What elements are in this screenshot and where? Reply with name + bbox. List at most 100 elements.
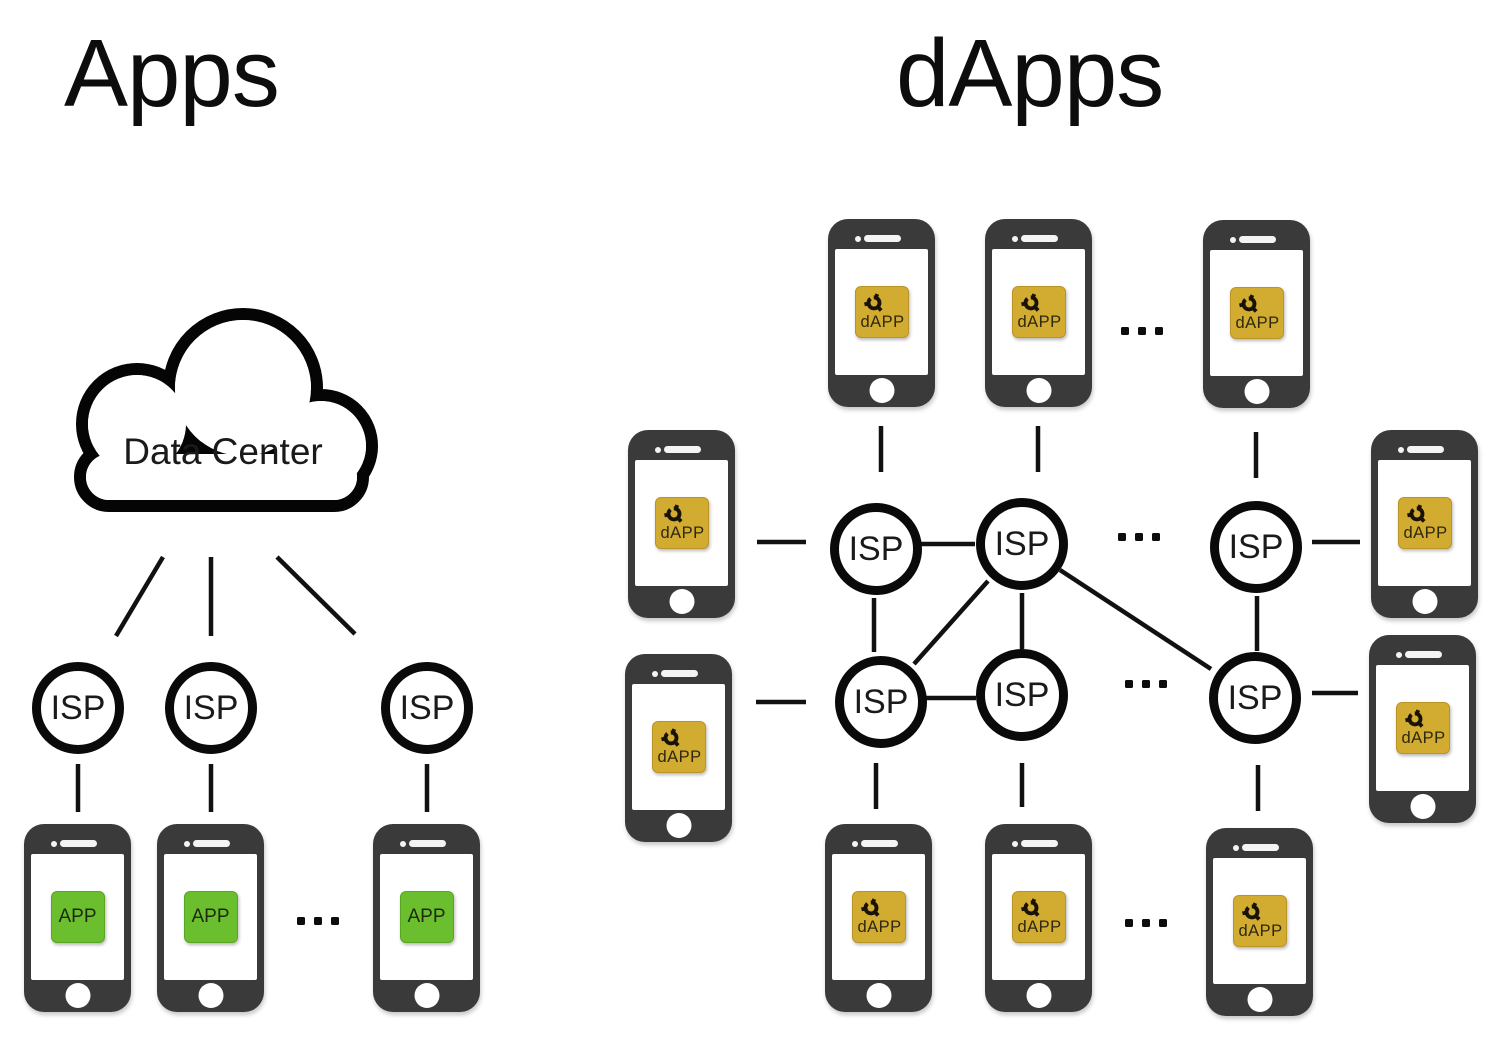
camera-dot-icon bbox=[400, 841, 406, 847]
decentralized-network-icon bbox=[1406, 502, 1426, 523]
dapp-icon-label: dAPP bbox=[1238, 922, 1283, 940]
isp-node: ISP bbox=[32, 662, 124, 754]
dapp-icon-label: dAPP bbox=[660, 524, 705, 542]
dapp-icon-label: dAPP bbox=[857, 918, 902, 936]
phone-screen: dAPP bbox=[832, 854, 925, 980]
connector-line bbox=[114, 555, 165, 638]
speaker-icon bbox=[664, 446, 701, 453]
camera-dot-icon bbox=[655, 447, 661, 453]
dapp-icon: dAPP bbox=[851, 891, 906, 943]
isp-label: ISP bbox=[994, 675, 1050, 714]
camera-dot-icon bbox=[1012, 841, 1018, 847]
camera-dot-icon bbox=[652, 671, 658, 677]
apps-title: Apps bbox=[64, 20, 280, 127]
dapp-icon-label: dAPP bbox=[1017, 918, 1062, 936]
dapp-icon-label: dAPP bbox=[1235, 314, 1280, 332]
phone-screen: dAPP bbox=[1213, 858, 1306, 984]
isp-node: ISP bbox=[976, 649, 1068, 741]
speaker-icon bbox=[1405, 651, 1442, 658]
decentralized-network-icon bbox=[1238, 292, 1258, 313]
isp-label: ISP bbox=[399, 688, 455, 727]
home-button bbox=[65, 983, 90, 1008]
smartphone-dapp: dAPP bbox=[828, 219, 935, 407]
dapp-icon: dAPP bbox=[1232, 895, 1287, 947]
camera-dot-icon bbox=[855, 236, 861, 242]
isp-node: ISP bbox=[835, 656, 927, 748]
decentralized-network-icon bbox=[1404, 707, 1424, 728]
isp-node: ISP bbox=[1209, 652, 1301, 744]
phone-screen: dAPP bbox=[632, 684, 725, 810]
smartphone-dapp: dAPP bbox=[625, 654, 732, 842]
smartphone-dapp: dAPP bbox=[985, 824, 1092, 1012]
home-button bbox=[669, 589, 694, 614]
smartphone-dapp: dAPP bbox=[628, 430, 735, 618]
smartphone-dapp: dAPP bbox=[985, 219, 1092, 407]
decentralized-network-icon bbox=[660, 726, 680, 747]
speaker-icon bbox=[864, 235, 901, 242]
home-button bbox=[1026, 983, 1051, 1008]
dapp-icon: dAPP bbox=[654, 497, 709, 549]
camera-dot-icon bbox=[51, 841, 57, 847]
phone-screen: APP bbox=[31, 854, 124, 980]
decentralized-network-icon bbox=[863, 291, 883, 312]
speaker-icon bbox=[1407, 446, 1444, 453]
app-icon-label: APP bbox=[58, 906, 97, 927]
smartphone-dapp: dAPP bbox=[1203, 220, 1310, 408]
ellipsis-dots bbox=[297, 917, 339, 925]
speaker-icon bbox=[1239, 236, 1276, 243]
speaker-icon bbox=[193, 840, 230, 847]
dapp-icon: dAPP bbox=[1397, 497, 1452, 549]
camera-dot-icon bbox=[1233, 845, 1239, 851]
dapp-icon: dAPP bbox=[1011, 891, 1066, 943]
isp-label: ISP bbox=[848, 529, 904, 568]
smartphone-app: APP bbox=[24, 824, 131, 1012]
home-button bbox=[1412, 589, 1437, 614]
smartphone-dapp: dAPP bbox=[825, 824, 932, 1012]
phone-screen: dAPP bbox=[992, 249, 1085, 375]
data-center-label: Data Center bbox=[123, 431, 323, 472]
isp-label: ISP bbox=[1227, 678, 1283, 717]
dapp-icon-label: dAPP bbox=[1403, 524, 1448, 542]
dapp-icon-label: dAPP bbox=[1017, 313, 1062, 331]
dapp-icon: dAPP bbox=[854, 286, 909, 338]
camera-dot-icon bbox=[184, 841, 190, 847]
phone-screen: dAPP bbox=[635, 460, 728, 586]
home-button bbox=[1026, 378, 1051, 403]
dapp-icon-label: dAPP bbox=[657, 748, 702, 766]
home-button bbox=[869, 378, 894, 403]
speaker-icon bbox=[861, 840, 898, 847]
phone-screen: dAPP bbox=[1378, 460, 1471, 586]
isp-node: ISP bbox=[830, 503, 922, 595]
isp-node: ISP bbox=[1210, 501, 1302, 593]
ellipsis-dots bbox=[1125, 919, 1167, 927]
dapp-icon-label: dAPP bbox=[1401, 729, 1446, 747]
home-button bbox=[866, 983, 891, 1008]
smartphone-dapp: dAPP bbox=[1206, 828, 1313, 1016]
isp-label: ISP bbox=[853, 682, 909, 721]
dapps-title: dApps bbox=[896, 20, 1164, 127]
dapp-icon: dAPP bbox=[1395, 702, 1450, 754]
decentralized-network-icon bbox=[1241, 900, 1261, 921]
phone-screen: dAPP bbox=[835, 249, 928, 375]
home-button bbox=[666, 813, 691, 838]
speaker-icon bbox=[661, 670, 698, 677]
camera-dot-icon bbox=[1396, 652, 1402, 658]
dapp-icon: dAPP bbox=[1229, 287, 1284, 339]
phone-screen: dAPP bbox=[1210, 250, 1303, 376]
dapp-icon-label: dAPP bbox=[860, 313, 905, 331]
ellipsis-dots bbox=[1125, 680, 1167, 688]
isp-label: ISP bbox=[50, 688, 106, 727]
decentralized-network-icon bbox=[663, 502, 683, 523]
dapp-icon: dAPP bbox=[651, 721, 706, 773]
home-button bbox=[414, 983, 439, 1008]
app-icon: APP bbox=[183, 891, 238, 943]
home-button bbox=[1410, 794, 1435, 819]
isp-label: ISP bbox=[994, 524, 1050, 563]
isp-node: ISP bbox=[165, 662, 257, 754]
isp-node: ISP bbox=[976, 498, 1068, 590]
data-center-cloud-icon bbox=[74, 308, 378, 512]
camera-dot-icon bbox=[1398, 447, 1404, 453]
home-button bbox=[1247, 987, 1272, 1012]
connector-line bbox=[275, 555, 357, 636]
